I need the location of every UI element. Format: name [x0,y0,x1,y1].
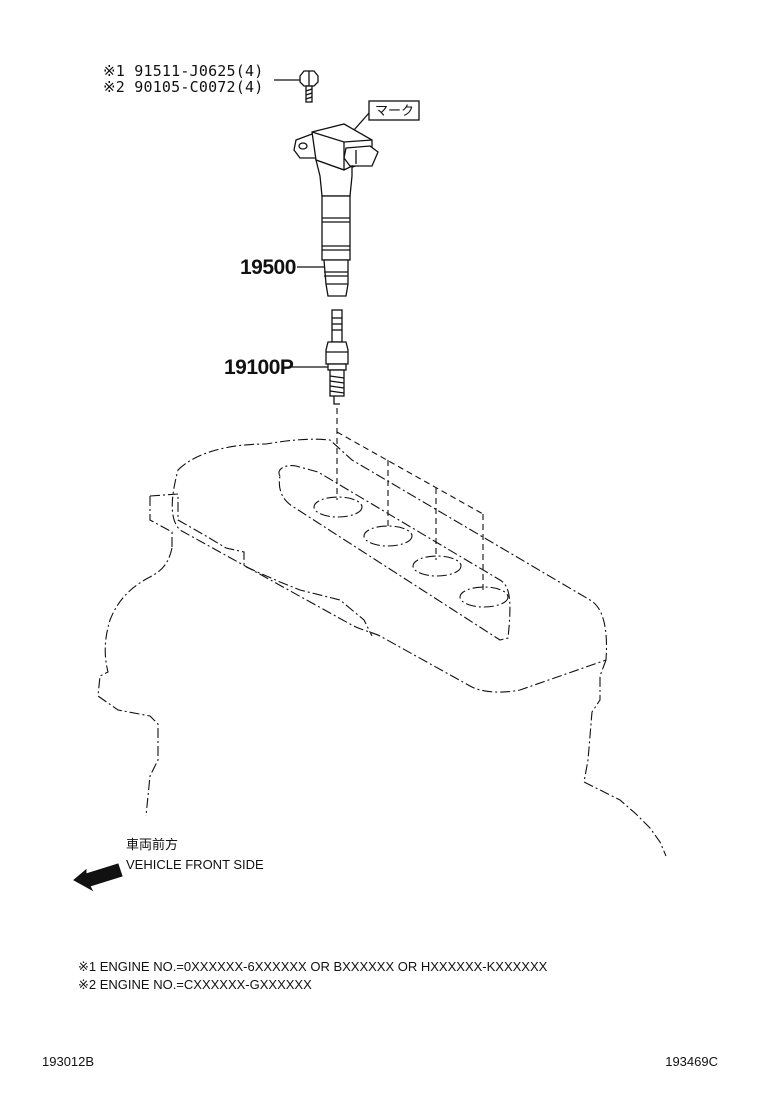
spark-plug-icon [325,309,349,405]
bolt-part-number-2: ※2 90105-C0072(4) [103,78,263,96]
footer-code-right: 193469C [665,1054,718,1069]
coil-part-number: 19500 [240,256,296,279]
bolt-icon [299,70,319,103]
vehicle-front-label-jp: 車両前方 [126,837,178,852]
mark-label: マーク [375,103,414,118]
engine-note-2: ※2 ENGINE NO.=CXXXXXX-GXXXXXX [78,977,312,992]
vehicle-front-label: VEHICLE FRONT SIDE [126,857,264,872]
engine-outline [97,438,667,857]
footer-code-left: 193012B [42,1054,94,1069]
front-direction-arrow-icon [73,863,123,892]
mark-leader-line [353,112,370,131]
cylinder-guide-lines [336,408,484,590]
mark-label-box [368,100,420,121]
ignition-coil-icon [293,123,379,297]
bolt-part-number-1: ※1 91511-J0625(4) [103,62,263,80]
engine-note-1: ※1 ENGINE NO.=0XXXXXX-6XXXXXX OR BXXXXXX… [78,959,548,974]
spark-plug-part-number: 19100P [224,356,294,379]
